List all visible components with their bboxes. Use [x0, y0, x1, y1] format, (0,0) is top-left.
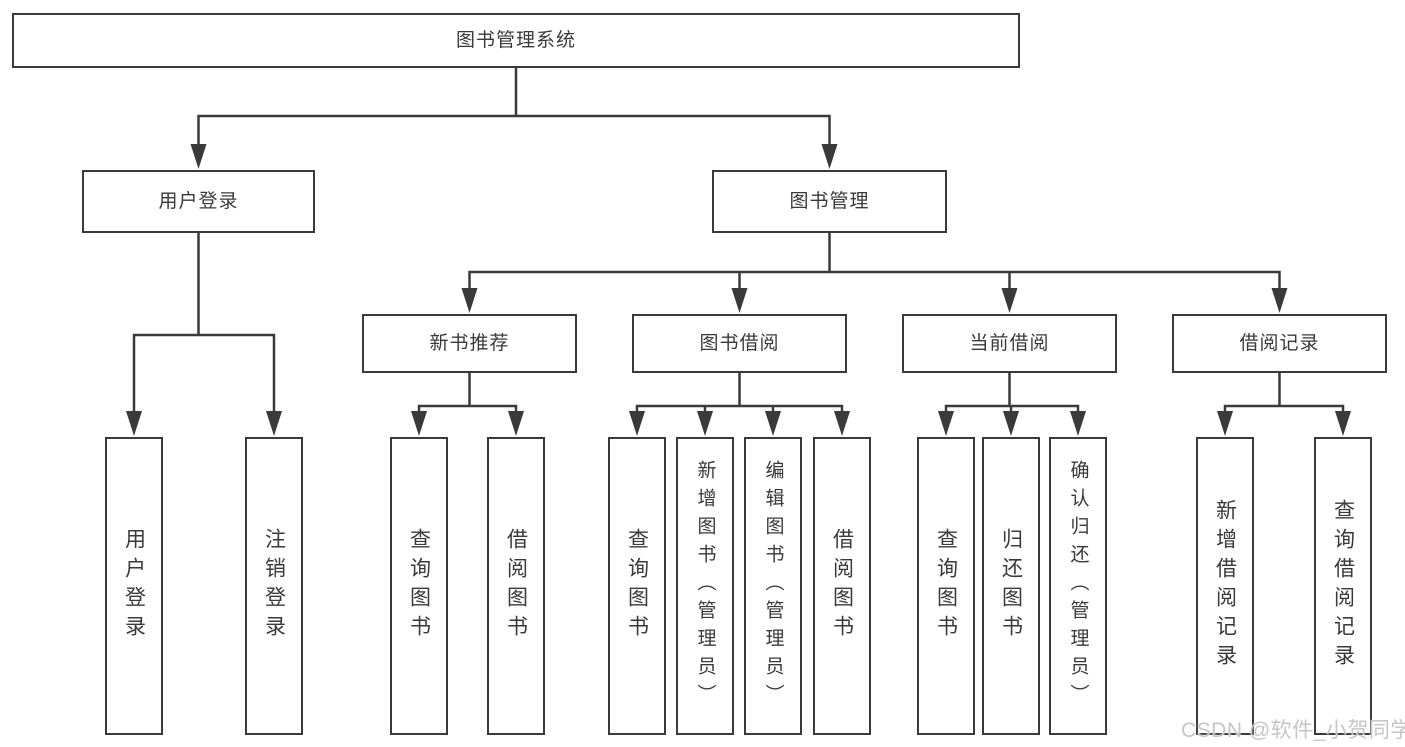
- node-user-login: 用户登录: [82, 170, 315, 233]
- node-borrowing-records: 借阅记录: [1172, 314, 1387, 373]
- node-current-borrowing: 当前借阅: [902, 314, 1117, 373]
- leaf-logout: 注销登录: [245, 437, 303, 735]
- node-new-book-recommendation: 新书推荐: [362, 314, 577, 373]
- leaf-query-books-current: 查询图书: [917, 437, 975, 735]
- leaf-query-books-recommend: 查询图书: [390, 437, 448, 735]
- leaf-query-borrow-record: 查询借阅记录: [1314, 437, 1372, 735]
- leaf-query-books-borrowing: 查询图书: [608, 437, 666, 735]
- node-book-management: 图书管理: [712, 170, 947, 233]
- leaf-confirm-return-admin: 确认归还（管理员）: [1049, 437, 1107, 735]
- leaf-add-borrow-record: 新增借阅记录: [1196, 437, 1254, 735]
- leaf-add-books-admin: 新增图书（管理员）: [676, 437, 734, 735]
- node-library-system: 图书管理系统: [12, 13, 1020, 68]
- leaf-borrow-books-recommend: 借阅图书: [487, 437, 545, 735]
- node-book-borrowing: 图书借阅: [632, 314, 847, 373]
- leaf-borrow-books-borrowing: 借阅图书: [813, 437, 871, 735]
- leaf-user-login: 用户登录: [105, 437, 163, 735]
- leaf-return-books: 归还图书: [982, 437, 1040, 735]
- csdn-watermark: CSDN @软件_小贺同学: [1181, 719, 1405, 742]
- leaf-edit-books-admin: 编辑图书（管理员）: [744, 437, 802, 735]
